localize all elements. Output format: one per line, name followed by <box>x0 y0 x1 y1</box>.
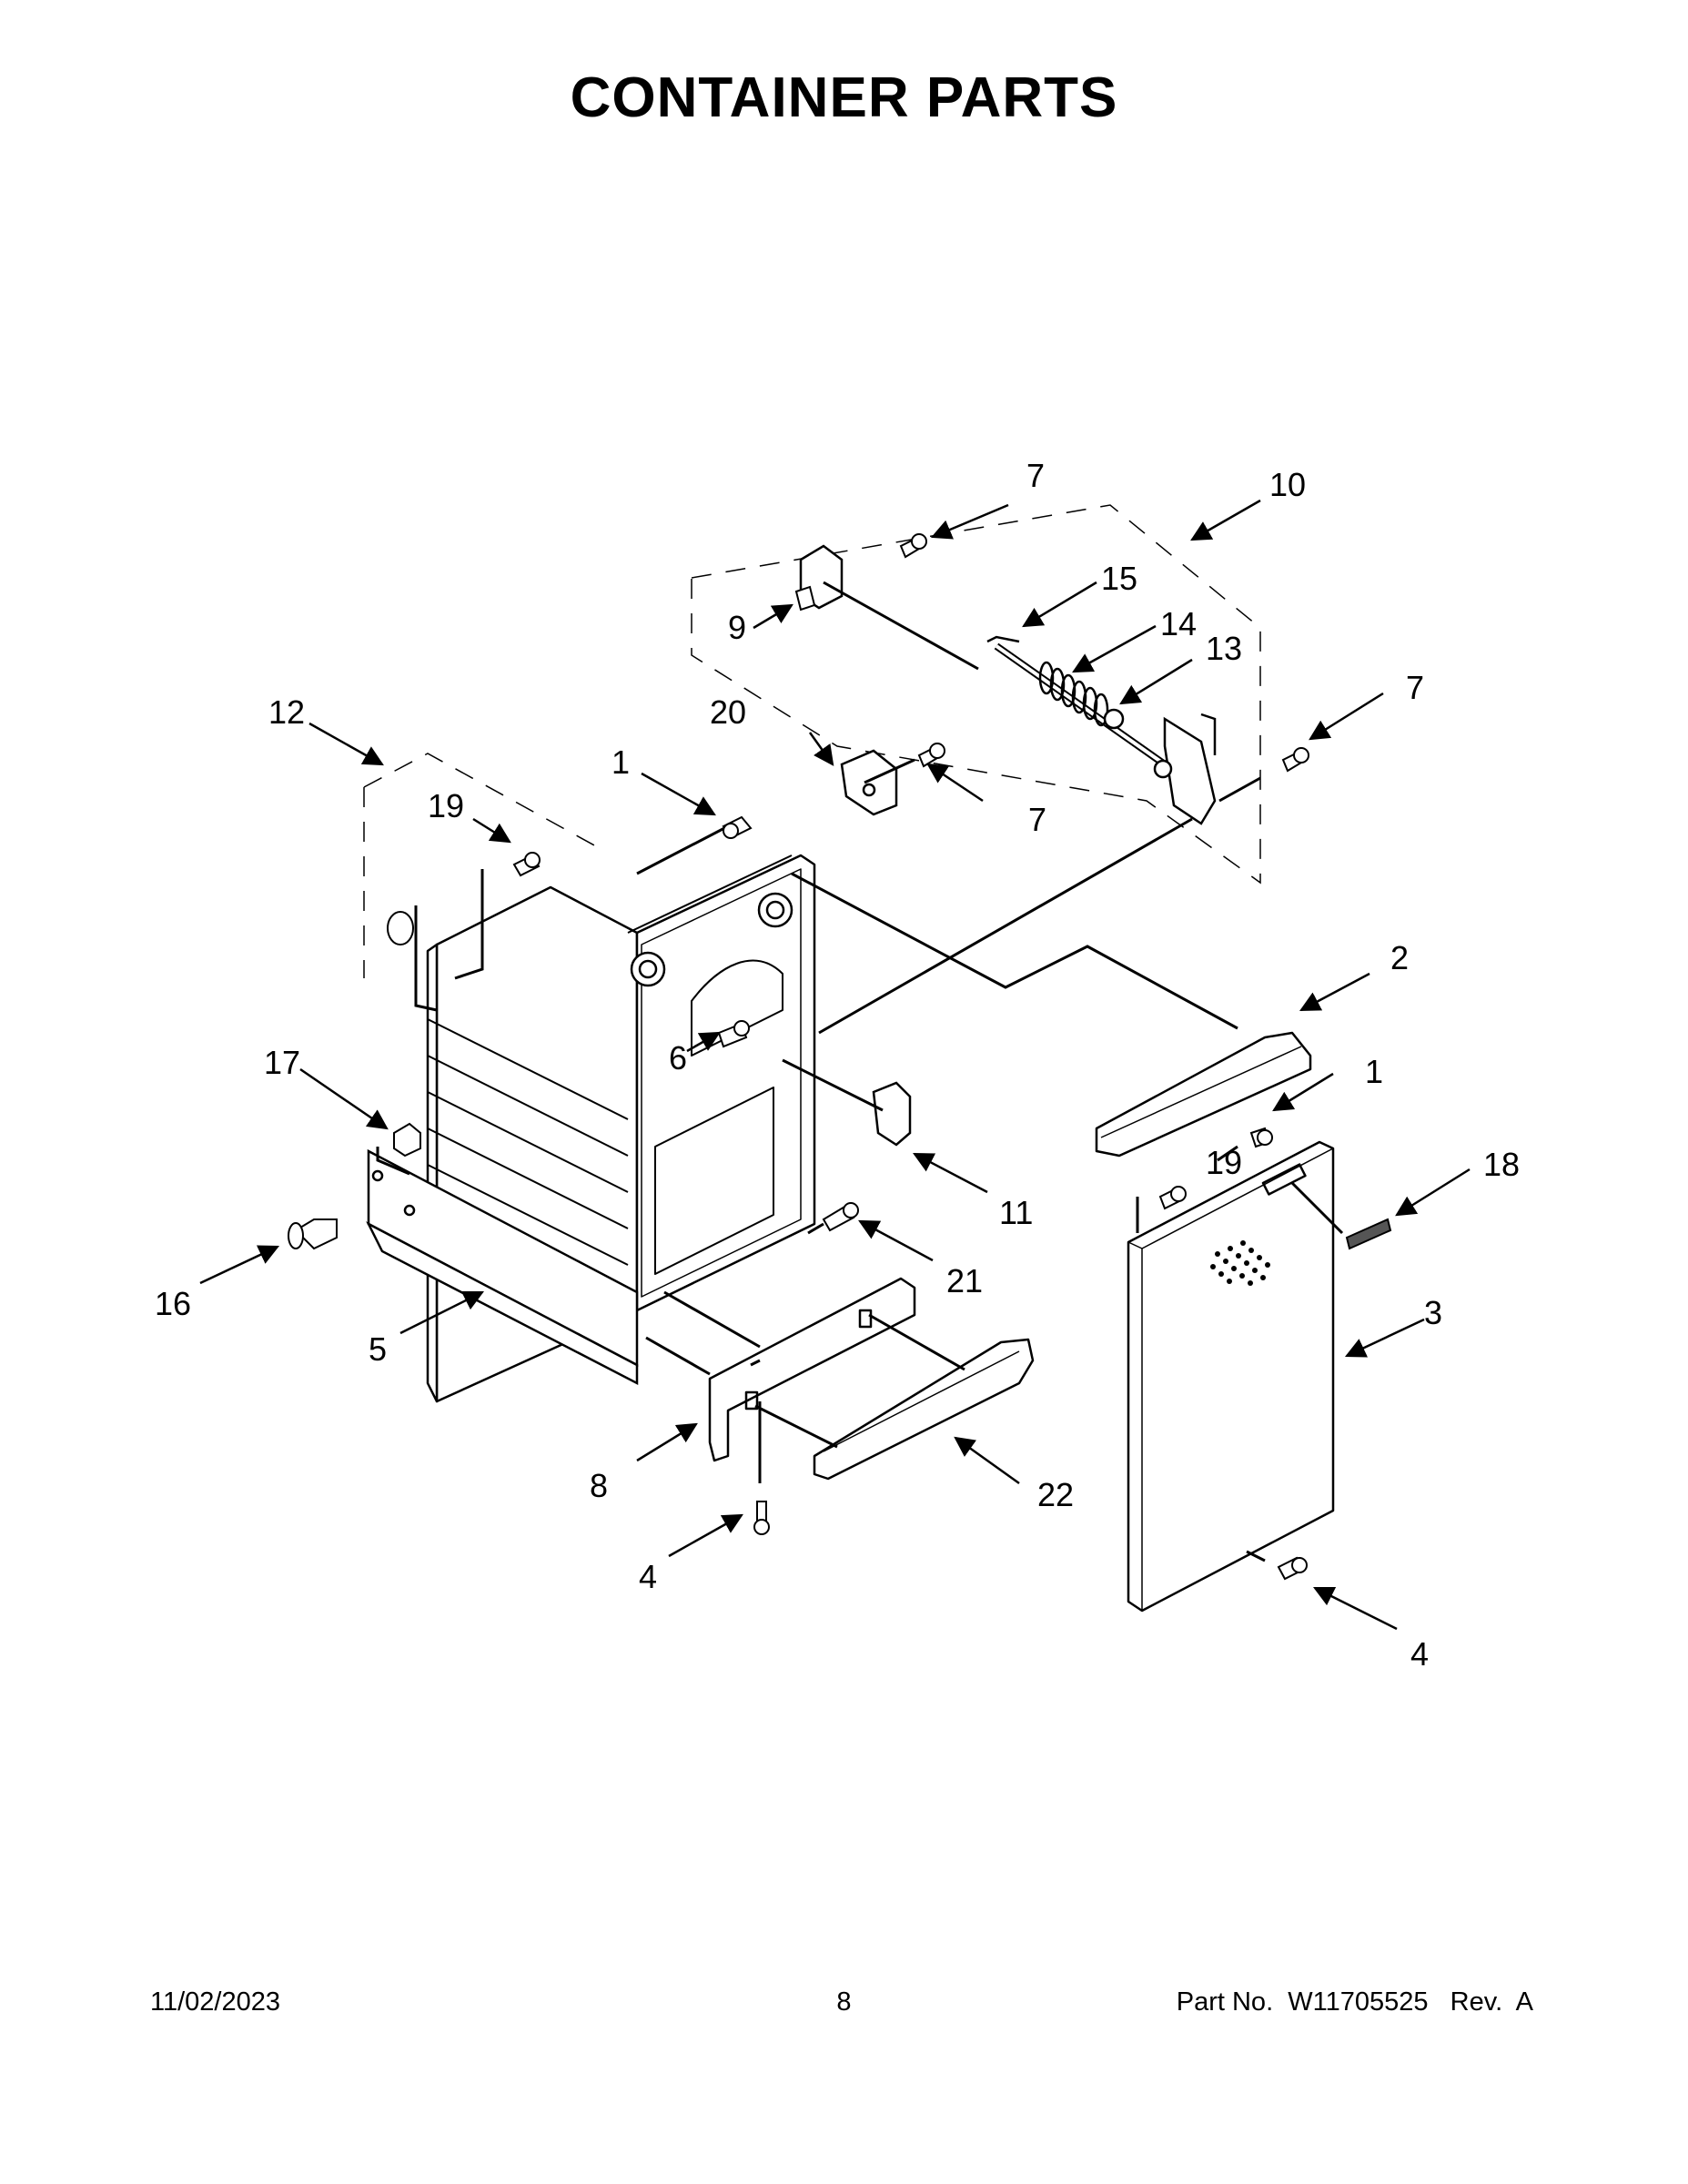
footer-part-number: Part No. W11705525 Rev. A <box>1176 1987 1533 2017</box>
callout-19-right: 19 <box>1206 1144 1242 1181</box>
washer-13 <box>1103 708 1125 730</box>
door-top-trim <box>1095 1031 1312 1158</box>
callout-6: 6 <box>669 1039 687 1077</box>
callout-10: 10 <box>1269 466 1306 503</box>
dashed-group-10 <box>691 504 1261 885</box>
screw-1-top <box>722 815 753 839</box>
callout-7-right: 7 <box>1406 669 1424 706</box>
page-title: CONTAINER PARTS <box>570 66 1118 129</box>
screw-4-left <box>753 1501 770 1535</box>
spring <box>1038 661 1109 727</box>
hinge-bracket-20 <box>840 749 898 816</box>
pin-16 <box>288 1218 338 1250</box>
callout-14: 14 <box>1160 605 1197 642</box>
door-vent-pattern <box>1210 1240 1270 1286</box>
callout-9: 9 <box>728 609 746 646</box>
callout-3: 3 <box>1424 1294 1442 1331</box>
dashed-group-12 <box>363 753 597 978</box>
screw-19-right <box>1158 1186 1187 1210</box>
screw-7-right <box>1281 747 1309 773</box>
screw-4-right <box>1277 1556 1308 1581</box>
footer-page-number: 8 <box>836 1987 852 2017</box>
callout-15: 15 <box>1101 560 1137 597</box>
footer-date: 11/02/2023 <box>150 1987 280 2017</box>
drawer-front-22 <box>813 1338 1035 1481</box>
callout-21: 21 <box>946 1262 983 1299</box>
callout-18: 18 <box>1483 1146 1520 1183</box>
base-rail <box>366 1148 639 1386</box>
screw-7-top <box>899 533 927 559</box>
fasteners <box>288 533 1309 1581</box>
badge-18 <box>1345 1218 1392 1250</box>
callout-22: 22 <box>1037 1476 1074 1513</box>
callout-11: 11 <box>999 1194 1033 1231</box>
callout-4-left: 4 <box>639 1558 657 1595</box>
callout-12: 12 <box>268 693 305 731</box>
callout-20: 20 <box>710 693 746 731</box>
callout-1-right: 1 <box>1365 1053 1383 1090</box>
slide-bracket-8 <box>708 1277 916 1462</box>
callout-8: 8 <box>590 1467 608 1504</box>
screw-21 <box>822 1202 859 1232</box>
door-panel <box>1127 1140 1335 1613</box>
screw-6 <box>717 1020 750 1048</box>
screw-7-mid <box>917 743 945 768</box>
callout-7-top: 7 <box>1026 457 1045 494</box>
callout-16: 16 <box>155 1285 191 1322</box>
clip-9 <box>794 585 816 612</box>
callout-19-left: 19 <box>428 787 464 824</box>
callout-2: 2 <box>1390 939 1409 976</box>
screw-1-right <box>1249 1127 1273 1148</box>
callout-13: 13 <box>1206 630 1242 667</box>
callout-4-right: 4 <box>1410 1635 1429 1673</box>
screw-19-left <box>512 852 541 877</box>
callout-arrows <box>199 499 1471 1631</box>
callout-17: 17 <box>264 1044 300 1081</box>
knob-left <box>387 911 414 945</box>
nut-17 <box>393 1122 421 1158</box>
callout-7-mid: 7 <box>1028 801 1046 838</box>
bracket-11 <box>872 1081 912 1147</box>
callout-1-top: 1 <box>612 743 630 781</box>
callout-numbers: 7 10 15 14 13 9 7 12 20 1 7 19 2 6 1 17 … <box>155 457 1520 1673</box>
leader-lines <box>376 581 1344 1562</box>
callout-5: 5 <box>369 1330 387 1368</box>
